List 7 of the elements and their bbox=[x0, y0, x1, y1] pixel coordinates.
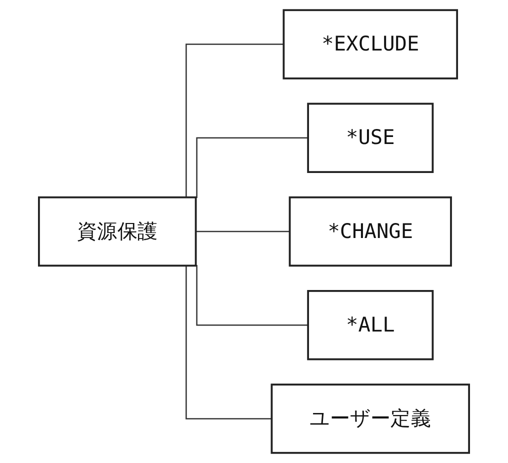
node-box: *USE bbox=[307, 102, 434, 173]
node-box: 資源保護 bbox=[38, 196, 197, 267]
node-box: *ALL bbox=[307, 290, 434, 360]
node-box: *CHANGE bbox=[288, 196, 452, 267]
connector bbox=[196, 230, 290, 232]
node-box: *EXCLUDE bbox=[282, 9, 458, 80]
node-box: ユーザー定義 bbox=[270, 384, 470, 454]
